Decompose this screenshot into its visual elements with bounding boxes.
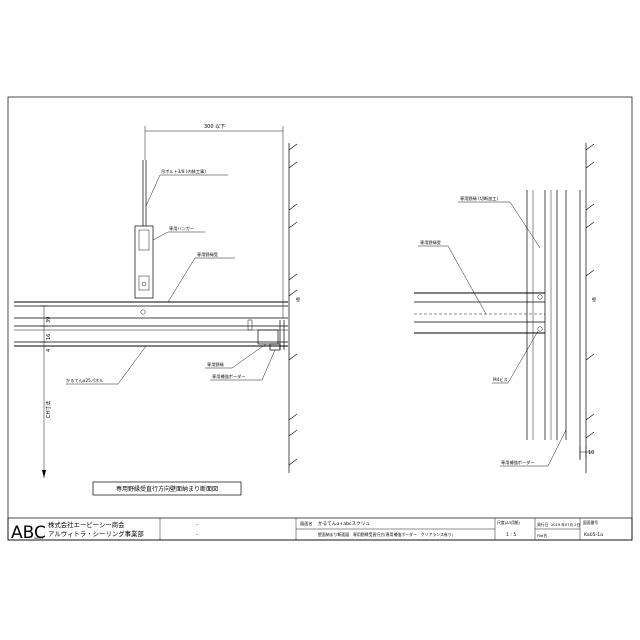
title-block: ABC GROUP 株式会社エービーシー商会 アルウィトラ・シーリング事業部 -…: [7, 517, 633, 543]
sheet-border: [7, 96, 633, 541]
label-number: 図面番号: [583, 520, 598, 525]
drawing-number: Ka05-1a: [584, 532, 603, 538]
right-section-view: 専用野縁 (切断加工) 専用野縁受 M4ビス 専用補強ボーダー 10 壁: [414, 143, 596, 473]
callout-clip: 専用野縁: [207, 361, 224, 368]
label-date: 発行日: [537, 522, 549, 527]
callout-right-channel: 専用野縁受: [420, 239, 441, 246]
date-value: 2019 年07月 2日: [551, 522, 580, 527]
callout-clip-cut: 専用野縁 (切断加工): [460, 195, 498, 202]
label-drawing-name: 図面名: [300, 520, 313, 527]
division-name: アルウィトラ・シーリング事業部: [48, 529, 144, 538]
dim-4: 4: [46, 349, 52, 352]
dim-ch: CH寸法: [45, 401, 52, 418]
label-file: File名: [537, 533, 547, 538]
callout-bolt: 吊ボルト3/8 (内装工事): [161, 168, 206, 175]
abc-logo-sub: GROUP: [34, 536, 44, 540]
drawing-desc: 壁面納まり断面図 専用野縁受直行方(専用補強ボーダー クリアランス有り): [318, 532, 454, 537]
left-section-view: 300 以下 39 16 4 CH寸法: [14, 124, 300, 478]
right-screw-bottom: [537, 326, 543, 332]
right-wall-label: 壁: [592, 296, 596, 302]
right-screw-top: [537, 294, 543, 300]
left-wall-label: 壁: [296, 296, 300, 302]
scale-value: 1 : 5: [506, 532, 516, 538]
callout-border: 専用補強ボーダー: [212, 373, 246, 380]
border-fitting: [257, 329, 279, 345]
abc-logo: ABC: [11, 523, 46, 543]
drawing-title-box: [92, 481, 242, 496]
callout-hanger: 専用ハンガー: [169, 225, 194, 232]
dim-16: 16: [46, 334, 52, 340]
drawing-title: 専用野縁受直行方向壁面納まり断面図: [116, 485, 218, 493]
note-1: -: [196, 522, 198, 528]
channel-screw: [140, 309, 146, 315]
callout-screw: M4ビス: [493, 376, 508, 382]
dim-39: 39: [46, 317, 52, 323]
hanger: [134, 225, 154, 299]
dim-10: 10: [588, 450, 594, 456]
company-name: 株式会社エービーシー商会: [48, 520, 125, 529]
drawing-name: かるてんα+abcスクリュ: [318, 520, 370, 527]
dim-300: 300 以下: [204, 124, 225, 130]
callout-channel: 専用野縁受: [197, 251, 218, 258]
callout-panel: かるてんα25パネル: [66, 377, 103, 384]
note-2: -: [196, 532, 198, 538]
label-scale: 尺度(A3用紙): [497, 520, 521, 525]
callout-right-border: 専用補強ボーダー: [501, 459, 535, 466]
